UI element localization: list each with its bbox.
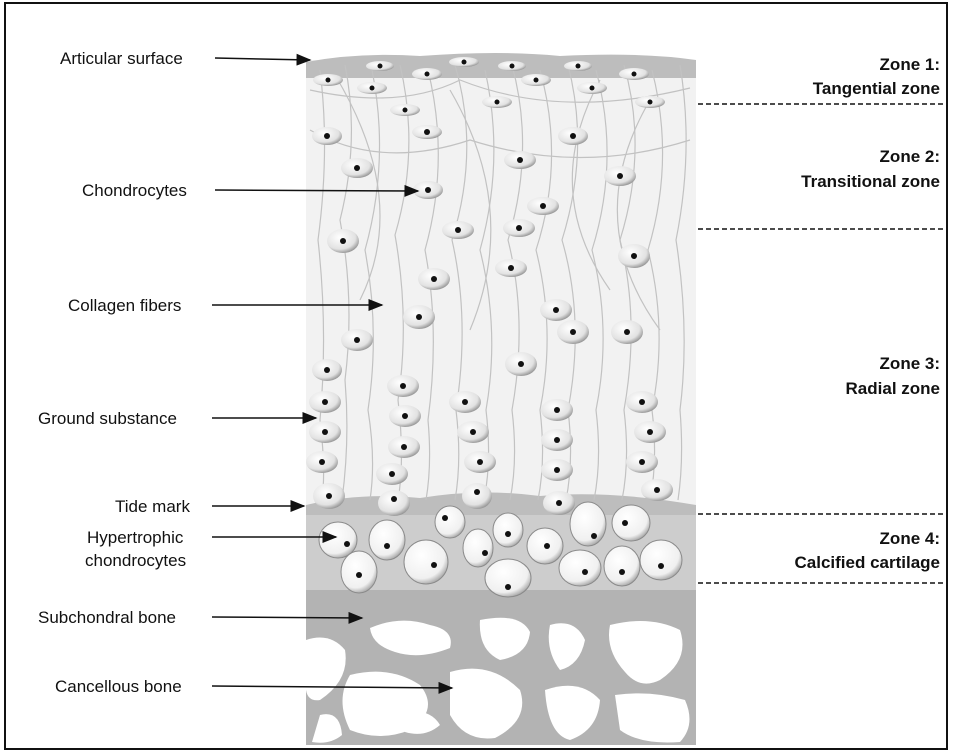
label-subchondral-bone: Subchondral bone xyxy=(38,608,176,627)
label-hypertrophic-chondrocytes: chondrocytes xyxy=(85,551,186,570)
zone2-title: Zone 2: xyxy=(880,147,940,166)
arrow-chondrocytes xyxy=(215,190,418,191)
label-cancellous-bone: Cancellous bone xyxy=(55,677,182,696)
label-ground-substance: Ground substance xyxy=(38,409,177,428)
zone2-name: Transitional zone xyxy=(801,172,940,191)
label-collagen-fibers: Collagen fibers xyxy=(68,296,181,315)
label-tide-mark: Tide mark xyxy=(115,497,190,516)
cartilage-matrix xyxy=(306,60,696,510)
label-hypertrophic: Hypertrophic xyxy=(87,528,184,547)
zone4-title: Zone 4: xyxy=(880,529,940,548)
zone4-name: Calcified cartilage xyxy=(794,553,940,572)
arrow-subchondral-bone xyxy=(212,617,362,618)
label-articular-surface: Articular surface xyxy=(60,49,183,68)
zone1-name: Tangential zone xyxy=(813,79,940,98)
zone3-name: Radial zone xyxy=(846,379,940,398)
zone1-title: Zone 1: xyxy=(880,55,940,74)
label-chondrocytes: Chondrocytes xyxy=(82,181,187,200)
arrow-articular-surface xyxy=(215,58,310,60)
zone3-title: Zone 3: xyxy=(880,354,940,373)
